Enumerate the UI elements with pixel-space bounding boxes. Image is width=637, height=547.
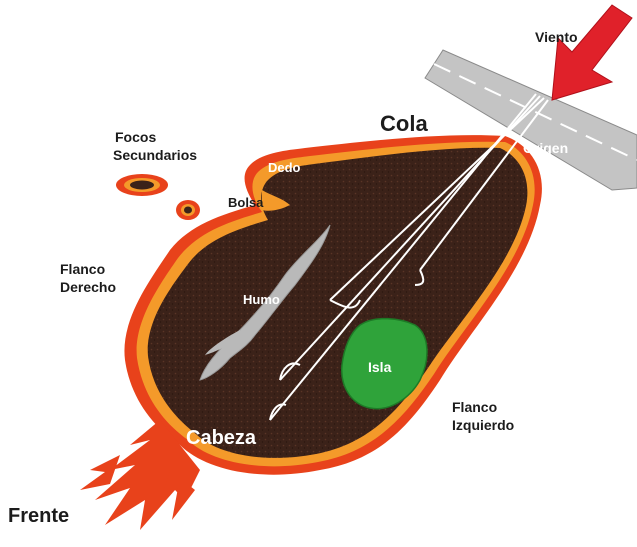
label-frente: Frente (8, 505, 69, 527)
wind-arrow (552, 5, 632, 100)
label-flanco-derecho-line2: Derecho (60, 279, 116, 295)
label-flanco-izquierdo-line2: Izquierdo (452, 417, 514, 433)
label-cabeza: Cabeza (186, 427, 257, 449)
label-bolsa: Bolsa (228, 195, 264, 210)
label-isla: Isla (368, 359, 392, 375)
label-focos-line2: Secundarios (113, 147, 197, 163)
label-flanco-derecho-line1: Flanco (60, 261, 105, 277)
label-focos-line1: Focos (115, 129, 156, 145)
label-dedo: Dedo (268, 160, 301, 175)
label-cola: Cola (380, 111, 428, 136)
label-humo: Humo (243, 292, 280, 307)
label-flanco-izquierdo-line1: Flanco (452, 399, 497, 415)
label-viento: Viento (535, 29, 578, 45)
label-origen: Origen (523, 140, 568, 156)
secondary-fires (116, 174, 200, 220)
